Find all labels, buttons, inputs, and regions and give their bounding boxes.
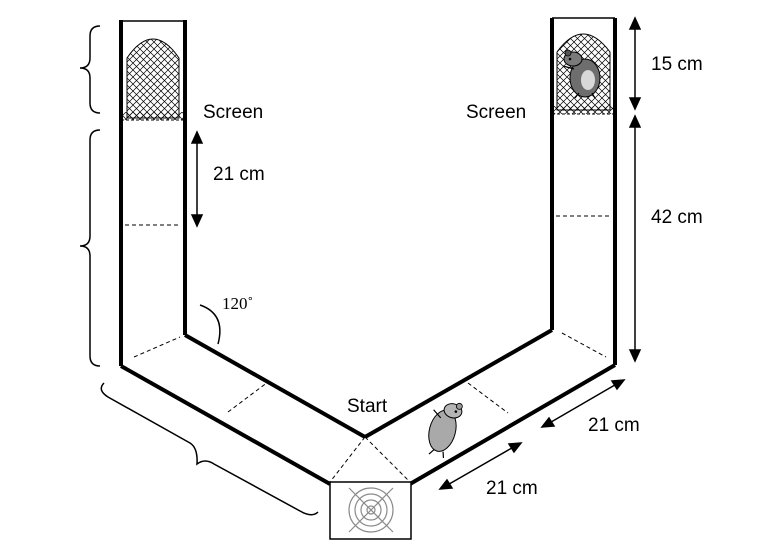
dimension-42cm: 42 cm	[651, 207, 703, 228]
left-arm	[119, 20, 187, 366]
left-screen-mesh	[121, 38, 185, 121]
start-label: Start	[347, 396, 388, 417]
hamster-icon	[562, 49, 601, 99]
right-corridor-divider-2	[561, 332, 607, 358]
left-corridor-outer-wall	[120, 364, 331, 486]
fan-box	[329, 481, 412, 540]
dimension-15cm: 15 cm	[651, 54, 703, 75]
dimension-21cm-left-arm: 21 cm	[213, 164, 265, 185]
dim-arrow-21-lower	[438, 442, 523, 490]
fan-icon	[348, 487, 394, 533]
dim-arrow-42	[628, 114, 642, 363]
screen-label-right: Screen	[466, 102, 526, 123]
angle-arc	[199, 304, 221, 345]
right-corridor	[364, 328, 617, 486]
screen-label-left: Screen	[203, 102, 263, 123]
hamster-icon	[428, 402, 463, 459]
dim-arrow-21-upper	[540, 379, 626, 428]
right-corridor-divider-1	[467, 382, 509, 414]
braces	[79, 25, 319, 516]
dim-arrow-15	[628, 16, 642, 111]
brace-corridor	[100, 382, 319, 516]
left-corridor-divider-1	[133, 336, 181, 358]
angle-label: 120˚	[222, 294, 253, 313]
dim-arrow-left-21	[190, 130, 204, 228]
brace-arm	[79, 129, 101, 367]
dimension-21cm-corridor-lower: 21 cm	[486, 478, 538, 499]
start-junction	[329, 436, 411, 483]
left-corridor-divider-2	[227, 381, 269, 413]
right-corridor-inner-wall	[364, 328, 553, 439]
left-corridor	[120, 333, 366, 486]
brace-screen	[79, 25, 101, 114]
right-corridor-outer-wall	[408, 363, 617, 486]
dimension-arrows	[190, 16, 642, 490]
dimension-21cm-corridor-upper: 21 cm	[588, 415, 640, 436]
left-corridor-inner-wall	[184, 333, 366, 439]
